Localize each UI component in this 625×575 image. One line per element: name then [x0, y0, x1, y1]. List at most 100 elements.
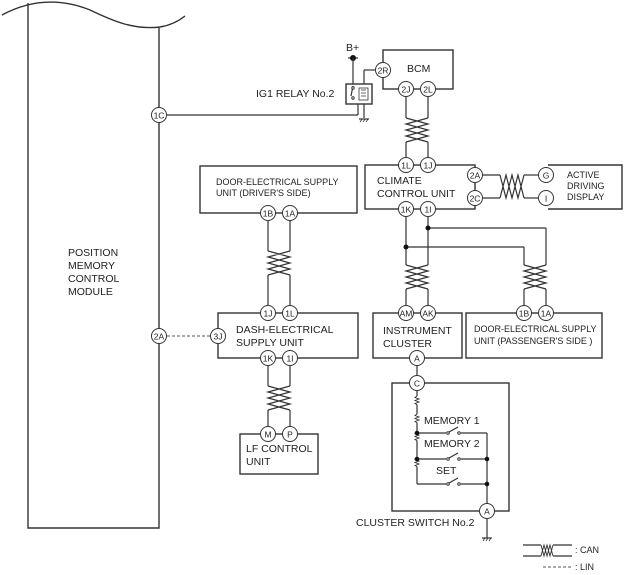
- pin-connector-pmcm-1c: 1C: [151, 107, 167, 123]
- pin-label: 1J: [264, 309, 273, 319]
- pin-circle: [151, 107, 167, 123]
- pin-circle: [409, 350, 425, 366]
- instrument-label-2: CLUSTER: [383, 338, 432, 350]
- pin-label: A: [484, 507, 490, 517]
- can-twist-door-dash: [265, 250, 293, 276]
- lf-label-1: LF CONTROL: [246, 443, 313, 455]
- pin-connector-cl-2c: 2C: [467, 190, 483, 206]
- door-driver-box: [199, 165, 358, 214]
- pin-circle: [420, 157, 436, 173]
- pin-circle: [420, 305, 436, 321]
- pmcm-label-4: MODULE: [68, 286, 113, 298]
- cluster-switch-label: CLUSTER SWITCH No.2: [356, 517, 475, 529]
- relay-contact-icon: [350, 85, 355, 100]
- pin-connector-dash-3j: 3J: [210, 328, 226, 344]
- door-passenger-label-1: DOOR-ELECTRICAL SUPPLY: [474, 324, 597, 334]
- pin-connector-cl-2a: 2A: [467, 167, 483, 183]
- pin-circle: [538, 190, 554, 206]
- pin-circle: [398, 81, 414, 97]
- pin-circle: [516, 305, 532, 321]
- pin-connector-lf-p: P: [282, 426, 298, 442]
- pin-label: 2J: [402, 85, 411, 95]
- pin-connector-ic-am: AM: [398, 305, 414, 321]
- pin-circle: [210, 328, 226, 344]
- pin-connector-dash-1i: 1I: [282, 350, 298, 366]
- door-driver-label-2: UNIT (DRIVER'S SIDE): [216, 188, 311, 198]
- pin-label: 2C: [470, 194, 481, 204]
- door-passenger-label-2: UNIT (PASSENGER'S SIDE ): [474, 336, 592, 346]
- legend-lin-label: : LIN: [575, 562, 594, 572]
- pin-connector-add-g: G: [538, 167, 554, 183]
- door-driver-label-1: DOOR-ELECTRICAL SUPPLY: [216, 177, 339, 187]
- switch-memory1: [417, 426, 487, 435]
- pmcm-label-3: CONTROL: [68, 273, 119, 285]
- pin-label: 2A: [470, 171, 481, 181]
- legend-can-symbol: [523, 543, 572, 558]
- add-label-3: DISPLAY: [567, 192, 604, 202]
- pin-connector-pmcm-2a: 2A: [151, 328, 167, 344]
- pin-connector-dash-1l: 1L: [282, 305, 298, 321]
- ground-icon-switch: [482, 537, 492, 542]
- can-twist-dash-lf: [265, 385, 293, 411]
- pin-label: 1L: [285, 309, 295, 319]
- pin-connector-dd-1a: 1A: [282, 205, 298, 221]
- pin-label: A: [414, 354, 420, 364]
- pin-label: AM: [400, 309, 413, 319]
- bcm-box: [382, 49, 454, 90]
- pin-circle: [398, 201, 414, 217]
- pin-circle: [538, 305, 554, 321]
- climate-control-box: [364, 164, 476, 210]
- pin-label: M: [264, 430, 271, 440]
- legend: : CAN : LIN: [523, 543, 599, 572]
- pin-circle: [260, 205, 276, 221]
- pin-circle: [260, 350, 276, 366]
- pin-label: 2L: [423, 85, 433, 95]
- switch-label-memory2: MEMORY 2: [424, 438, 480, 450]
- climate-label-2: CONTROL UNIT: [377, 188, 456, 200]
- legend-can-label: : CAN: [575, 545, 599, 555]
- pin-connector-cl-1k: 1K: [398, 201, 414, 217]
- dash-label-1: DASH-ELECTRICAL: [236, 324, 334, 336]
- ground-icon-relay: [359, 118, 369, 123]
- pin-circle: [260, 426, 276, 442]
- pin-circle: [282, 305, 298, 321]
- climate-label-1: CLIMATE: [377, 175, 422, 187]
- pin-label: 3J: [214, 332, 223, 342]
- pin-label: 1L: [401, 161, 411, 171]
- pin-label: 1C: [154, 111, 165, 121]
- cluster-switch-box: [391, 382, 510, 512]
- add-label-2: DRIVING: [567, 181, 605, 191]
- door-passenger-box: [465, 312, 603, 359]
- pin-circle: [282, 205, 298, 221]
- pin-connector-dp-1a: 1A: [538, 305, 554, 321]
- pin-connector-dash-1k: 1K: [260, 350, 276, 366]
- can-twist-ic: [403, 264, 431, 290]
- pin-circle: [282, 426, 298, 442]
- ig1-relay-label: IG1 RELAY No.2: [256, 88, 335, 100]
- pmcm-label-2: MEMORY: [68, 260, 115, 272]
- switch-label-memory1: MEMORY 1: [424, 415, 480, 427]
- pin-connector-cs-c: C: [409, 375, 425, 391]
- pin-connector-lf-m: M: [260, 426, 276, 442]
- dash-label-2: SUPPLY UNIT: [236, 337, 304, 349]
- pin-connector-add-i: I: [538, 190, 554, 206]
- pin-circle: [260, 305, 276, 321]
- pin-circle: [467, 190, 483, 206]
- pin-circle: [467, 167, 483, 183]
- pin-label: 1K: [263, 354, 274, 364]
- can-twist-dp: [521, 264, 549, 290]
- pin-label: AK: [422, 309, 434, 319]
- pin-label: P: [287, 430, 293, 440]
- pin-label: 1I: [286, 354, 293, 364]
- lf-control-box: [239, 433, 319, 475]
- pmcm-box: [1, 1, 186, 529]
- pin-connector-cl-1i: 1I: [420, 201, 436, 217]
- pin-connector-bcm-2l: 2L: [420, 81, 436, 97]
- pin-circle: [409, 375, 425, 391]
- pin-circle: [151, 328, 167, 344]
- pin-circle: [420, 201, 436, 217]
- pin-connector-dd-1b: 1B: [260, 205, 276, 221]
- pin-connector-dp-1b: 1B: [516, 305, 532, 321]
- pin-label: 1A: [541, 309, 552, 319]
